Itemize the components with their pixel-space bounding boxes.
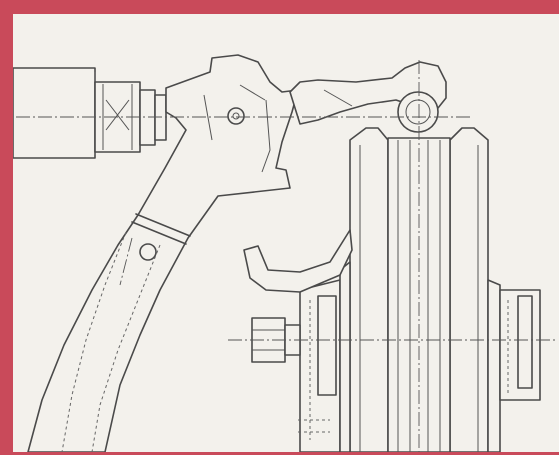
cylinder-housing (13, 67, 167, 159)
wheel-assembly (243, 127, 541, 452)
linkage-arm (289, 61, 447, 133)
mechanical-drawing (13, 54, 556, 452)
drawing-paper (13, 14, 559, 452)
lever-arm (27, 54, 299, 452)
